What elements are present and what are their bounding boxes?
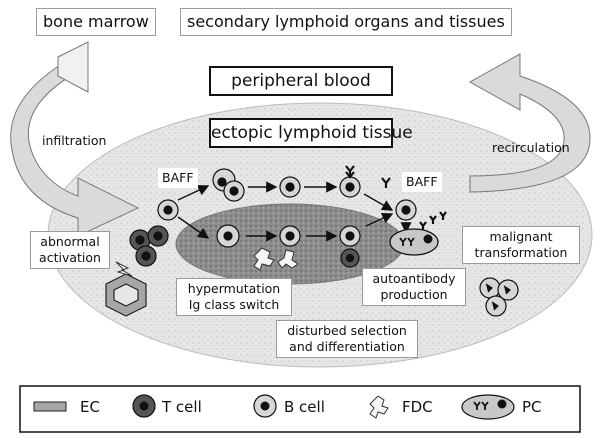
legend-b-cell-icon	[253, 394, 277, 418]
hypermutation-line-2: Ig class switch	[188, 297, 280, 312]
legend-ec-icon	[33, 401, 67, 412]
legend-fdc-label: FDC	[402, 398, 433, 416]
legend-pc-icon	[461, 394, 515, 420]
legend-ec-label: EC	[80, 398, 100, 416]
abnormal-activation-label: abnormal activation	[30, 231, 110, 269]
legend-t-cell-label: T cell	[162, 398, 202, 416]
autoantibody-line-1: autoantibody	[372, 271, 456, 286]
malignant-line-1: malignant	[489, 229, 553, 244]
hypermutation-label: hypermutation Ig class switch	[176, 278, 292, 316]
recirculation-label: recirculation	[492, 140, 570, 155]
autoantibody-line-2: production	[380, 287, 448, 302]
lightning-icon	[115, 261, 133, 277]
ectopic-tissue-label: ectopic lymphoid tissue	[209, 118, 413, 148]
process-arrows	[177, 181, 412, 242]
b-cells	[157, 168, 417, 248]
disturbed-line-2: and differentiation	[289, 339, 405, 354]
legend-b-cell-label: B cell	[284, 398, 325, 416]
malignant-line-2: transformation	[474, 245, 568, 260]
infiltration-arrow	[10, 41, 140, 237]
infiltration-label: infiltration	[42, 133, 107, 148]
abnormal-activation-line-2: activation	[39, 250, 101, 265]
disturbed-selection-label: disturbed selection and differentiation	[276, 320, 418, 358]
recirculation-arrow	[468, 53, 591, 193]
baff-right-label: BAFF	[402, 172, 442, 192]
baff-left-label: BAFF	[158, 168, 198, 188]
hypermutation-line-1: hypermutation	[187, 281, 281, 296]
bone-marrow-label: bone marrow	[36, 8, 156, 36]
malignant-cells	[479, 277, 519, 317]
t-cells	[129, 225, 360, 268]
disturbed-line-1: disturbed selection	[287, 323, 407, 338]
endothelial-ring	[105, 273, 147, 317]
fdc-cells	[253, 247, 299, 271]
peripheral-blood-label: peripheral blood	[209, 66, 393, 96]
legend-fdc-icon	[369, 395, 389, 419]
secondary-lymphoid-label: secondary lymphoid organs and tissues	[180, 8, 512, 36]
plasma-cell	[389, 228, 439, 256]
abnormal-activation-line-1: abnormal	[40, 234, 100, 249]
legend-pc-label: PC	[522, 398, 542, 416]
autoantibody-label: autoantibody production	[362, 268, 466, 306]
legend-t-cell-icon	[132, 394, 156, 418]
malignant-transformation-label: malignant transformation	[462, 226, 580, 264]
